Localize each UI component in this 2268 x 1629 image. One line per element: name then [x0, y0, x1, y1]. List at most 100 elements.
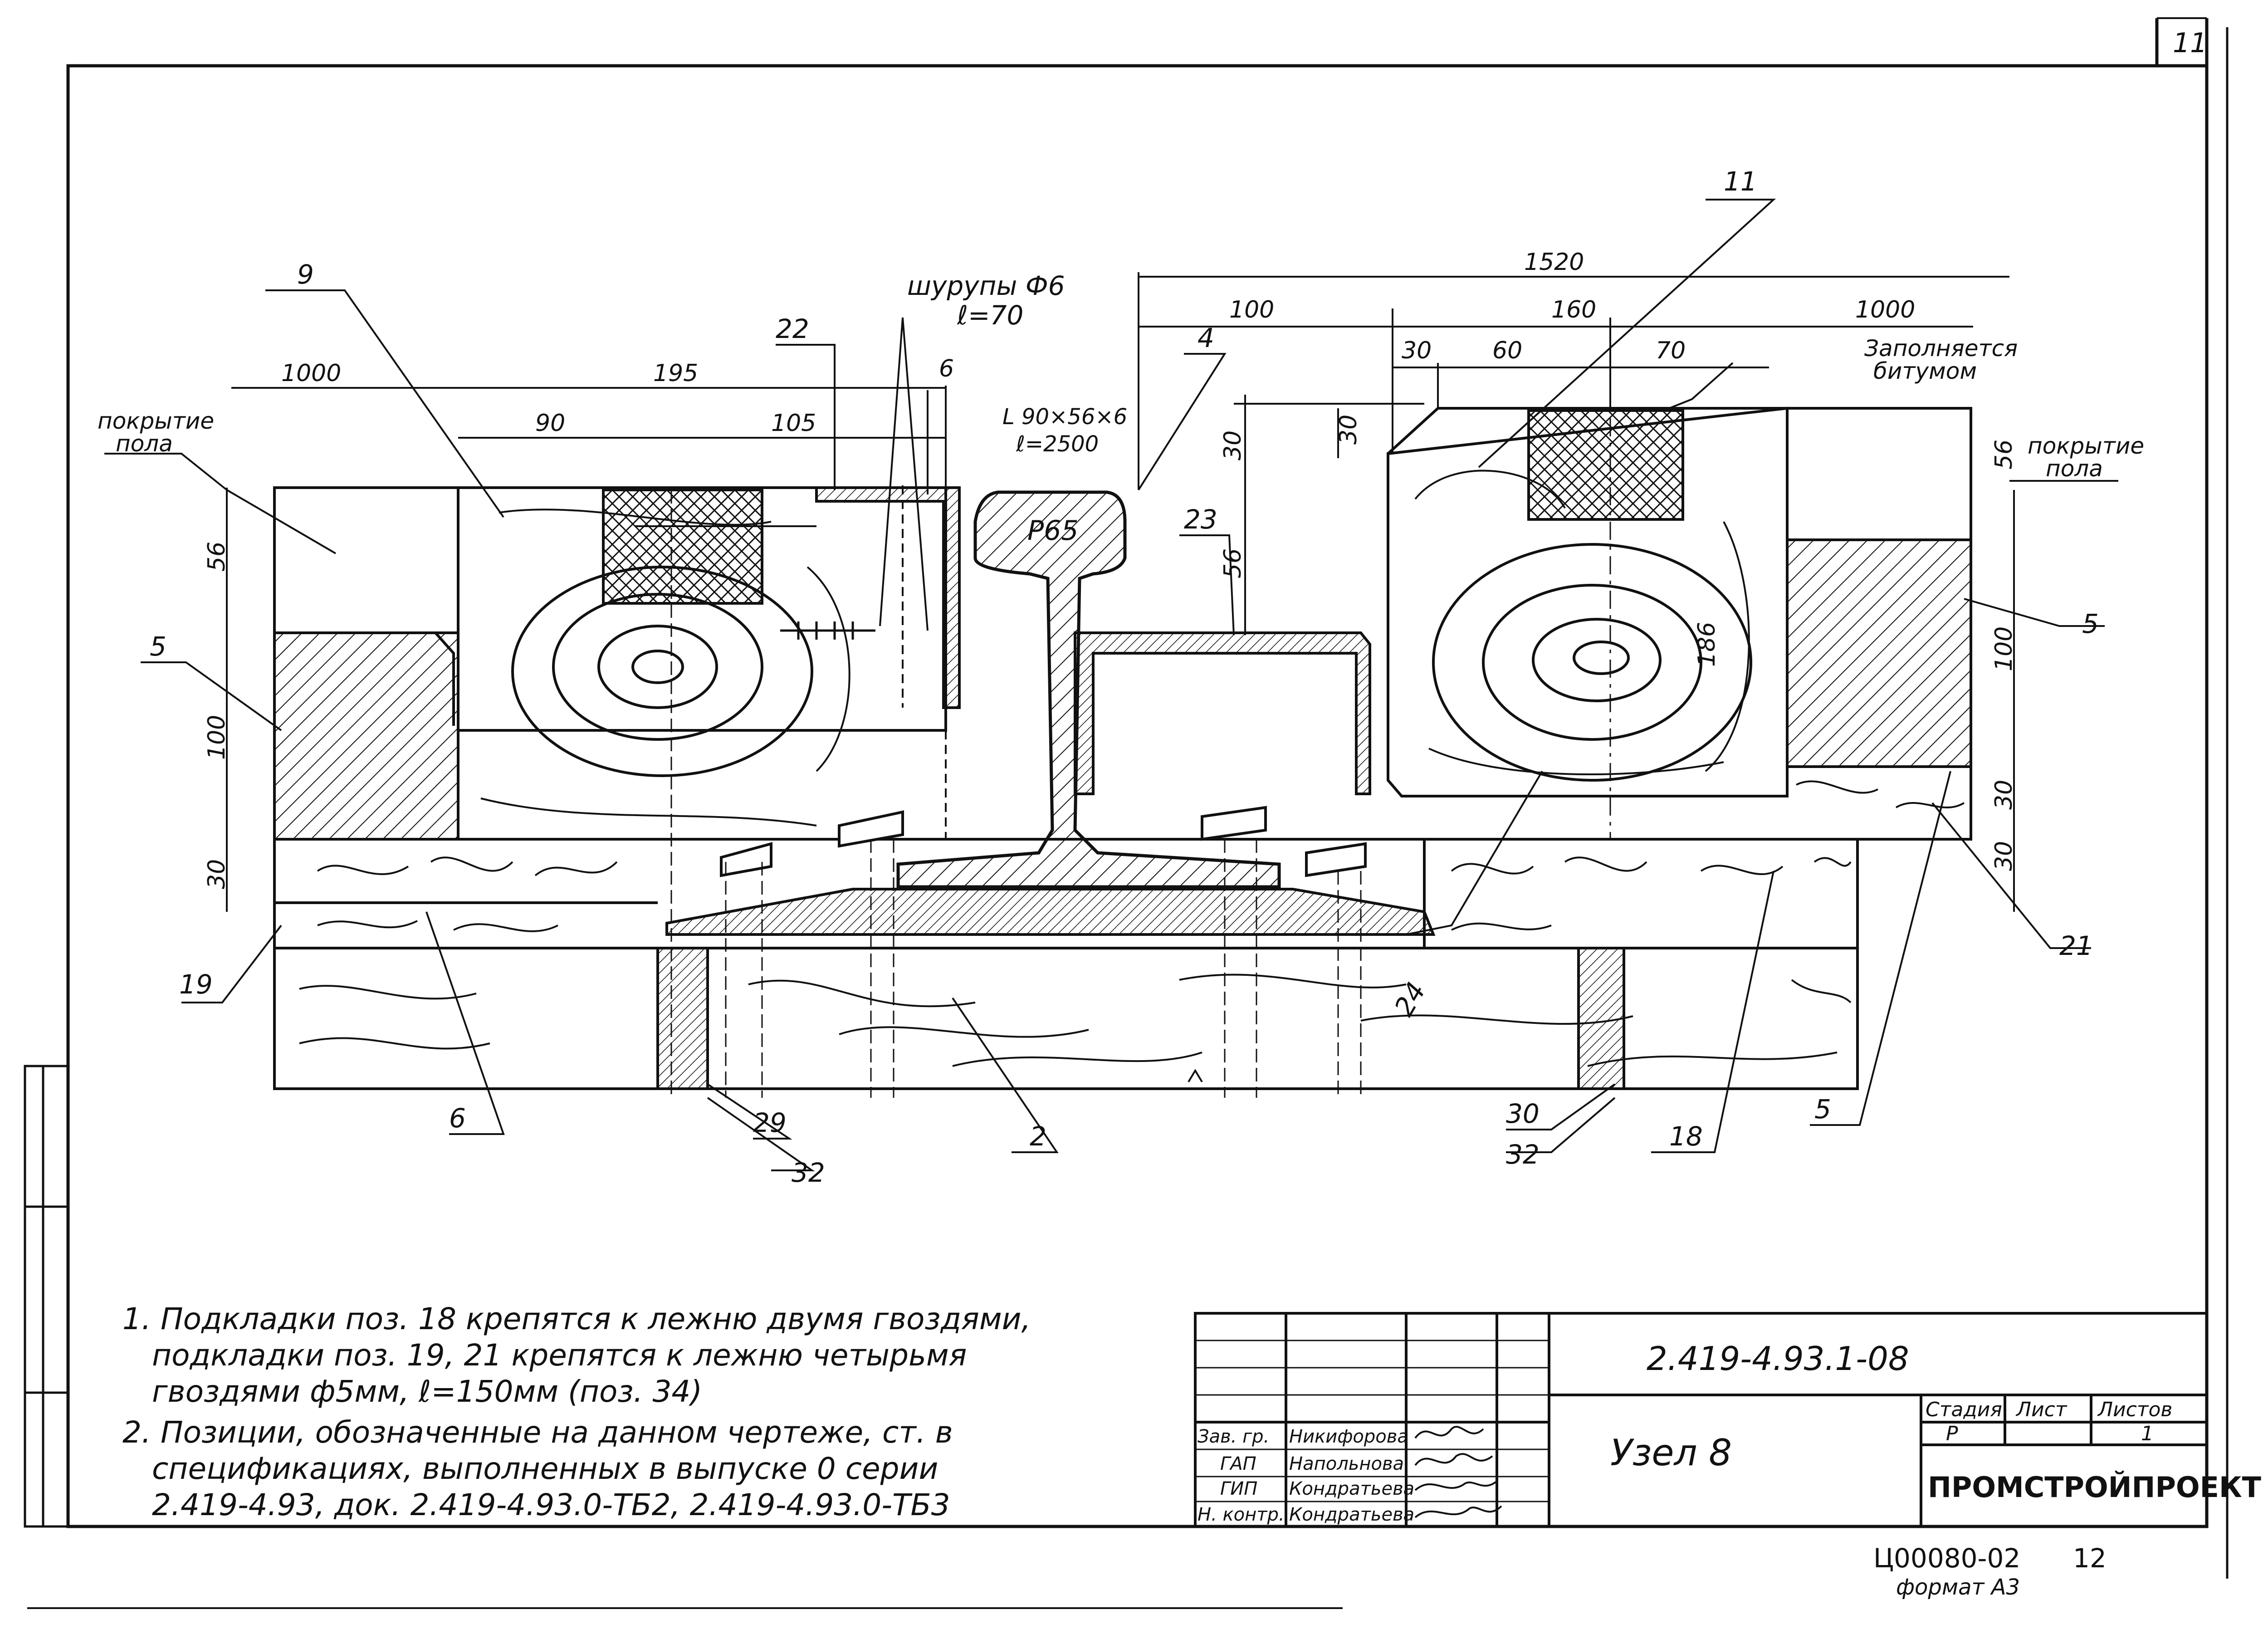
note-line-6: 2.419-4.93, док. 2.419-4.93.0-ТБ2, 2.419… [152, 1487, 950, 1522]
label-5-right: 5 [2082, 608, 2099, 639]
label-floor-left-2: пола [116, 430, 173, 457]
label-angle: L 90×56×6 [1002, 404, 1127, 430]
dim-30-left: 30 [203, 859, 230, 889]
right-timber [1387, 349, 1789, 839]
label-9: 9 [297, 259, 314, 290]
sheets-header: Листов [2097, 1398, 2172, 1421]
label-screws-len: ℓ=70 [957, 300, 1023, 331]
title-block: 2.419-4.93.1-08 Узел 8 Стадия Лист Листо… [1194, 1312, 2261, 1528]
drawing-title: Узел 8 [1610, 1432, 1732, 1474]
note-line-3: гвоздями ф5мм, ℓ=150мм (поз. 34) [152, 1374, 702, 1409]
archive-number: 12 [2073, 1543, 2107, 1574]
dim-1000-left: 1000 [281, 360, 341, 387]
dim-56-rail: 56 [1219, 548, 1246, 578]
label-32-right: 32 [1506, 1139, 1540, 1170]
dimension-lines [226, 272, 2015, 912]
name-2: Напольнова [1289, 1453, 1404, 1474]
dim-1520: 1520 [1524, 249, 1584, 276]
sheet-header: Лист [2015, 1398, 2068, 1421]
dimension-values: 1520 100 160 1000 30 60 70 1000 195 6 90… [203, 249, 2018, 889]
notes: 1. Подкладки поз. 18 крепятся к лежню дв… [122, 1301, 1031, 1522]
section-drawing: Р65 [273, 349, 1972, 1098]
dim-160: 160 [1551, 296, 1596, 323]
stage-value: Р [1946, 1422, 1958, 1445]
dim-1000-right: 1000 [1855, 296, 1915, 323]
label-angle-len: ℓ=2500 [1016, 431, 1099, 457]
dim-56-right: 56 [1990, 440, 2018, 470]
firm-name: ПРОМСТРОЙПРОЕКТ [1928, 1471, 2261, 1504]
role-1: Зав. гр. [1198, 1426, 1269, 1447]
dim-100-top: 100 [1229, 296, 1274, 323]
label-2: 2 [1030, 1121, 1046, 1152]
label-29: 29 [753, 1107, 787, 1138]
channel-23 [1074, 631, 1371, 795]
label-6: 6 [449, 1103, 466, 1134]
label-18: 18 [1669, 1121, 1703, 1152]
label-22: 22 [776, 313, 809, 344]
binding-strip [24, 1065, 69, 1528]
dim-30-v: 30 [1335, 415, 1362, 445]
label-bitumen-2: битумом [1873, 358, 1977, 384]
role-2: ГАП [1220, 1453, 1256, 1474]
sheets-value: 1 [2141, 1422, 2154, 1445]
spike-centrelines [670, 490, 1362, 1098]
label-11: 11 [1724, 166, 1757, 197]
position-labels: 9 22 шурупы Ф6 ℓ=70 L 90×56×6 ℓ=2500 4 1… [98, 166, 2144, 1188]
note-line-4: 2. Позиции, обозначенные на данном черте… [122, 1415, 953, 1450]
label-19: 19 [179, 969, 213, 1000]
dim-30-v2: 30 [1219, 430, 1246, 460]
dim-100-right: 100 [1990, 626, 2018, 671]
rail-p65 [896, 490, 1281, 889]
left-angle [815, 486, 961, 709]
dim-105: 105 [771, 410, 816, 437]
label-32-left: 32 [792, 1157, 825, 1188]
right-floor [1786, 407, 1972, 841]
left-timber [457, 486, 947, 839]
dim-30-a: 30 [1402, 337, 1432, 364]
note-line-2: подкладки поз. 19, 21 крепятся к лежню ч… [152, 1338, 967, 1373]
label-floor-right-2: пола [2046, 455, 2103, 482]
rail-base-plate [665, 888, 1436, 936]
footer: Ц00080-02 12 формат А3 [27, 1543, 2107, 1609]
dim-100-left: 100 [203, 715, 230, 760]
label-5-bottom: 5 [1814, 1094, 1831, 1125]
dim-195: 195 [653, 360, 698, 387]
label-bitumen: Заполняется [1864, 335, 2018, 362]
left-floor [273, 486, 459, 841]
dim-186: 186 [1693, 622, 1721, 667]
role-3: ГИП [1220, 1478, 1257, 1499]
label-30: 30 [1506, 1098, 1540, 1129]
dim-56-left: 56 [203, 542, 230, 572]
dim-60: 60 [1492, 337, 1522, 364]
leader-lines [104, 199, 2118, 1171]
label-4: 4 [1198, 323, 1214, 353]
dim-6: 6 [939, 355, 954, 382]
label-5-left: 5 [150, 631, 166, 662]
sheet-number: 11 [2173, 27, 2207, 59]
archive-code: Ц00080-02 [1873, 1543, 2020, 1574]
note-line-5: спецификациях, выполненных в выпуске 0 с… [152, 1451, 938, 1486]
doc-code: 2.419-4.93.1-08 [1647, 1340, 1909, 1378]
signatures [1414, 1426, 1502, 1518]
label-23: 23 [1184, 504, 1217, 535]
name-4: Кондратьева [1289, 1504, 1414, 1525]
stage-header: Стадия [1926, 1398, 2002, 1421]
label-floor-right: покрытие [2028, 433, 2144, 459]
note-line-1: 1. Подкладки поз. 18 крепятся к лежню дв… [122, 1301, 1031, 1336]
name-1: Никифорова [1289, 1426, 1408, 1447]
name-3: Кондратьева [1289, 1478, 1414, 1499]
label-screws: шурупы Ф6 [907, 270, 1065, 301]
rail-label: Р65 [1027, 515, 1079, 547]
dim-70: 70 [1656, 337, 1686, 364]
spikes [656, 806, 1625, 1090]
label-21: 21 [2059, 930, 2093, 961]
sheet-frame [66, 17, 2229, 1579]
screw-left [780, 621, 875, 640]
format-label: формат А3 [1896, 1575, 2020, 1600]
dim-90: 90 [535, 410, 565, 437]
dim-30-right2: 30 [1990, 841, 2018, 871]
role-4: Н. контр. [1198, 1504, 1285, 1525]
label-floor-left: покрытие [98, 408, 214, 434]
dim-30-right1: 30 [1990, 780, 2018, 810]
